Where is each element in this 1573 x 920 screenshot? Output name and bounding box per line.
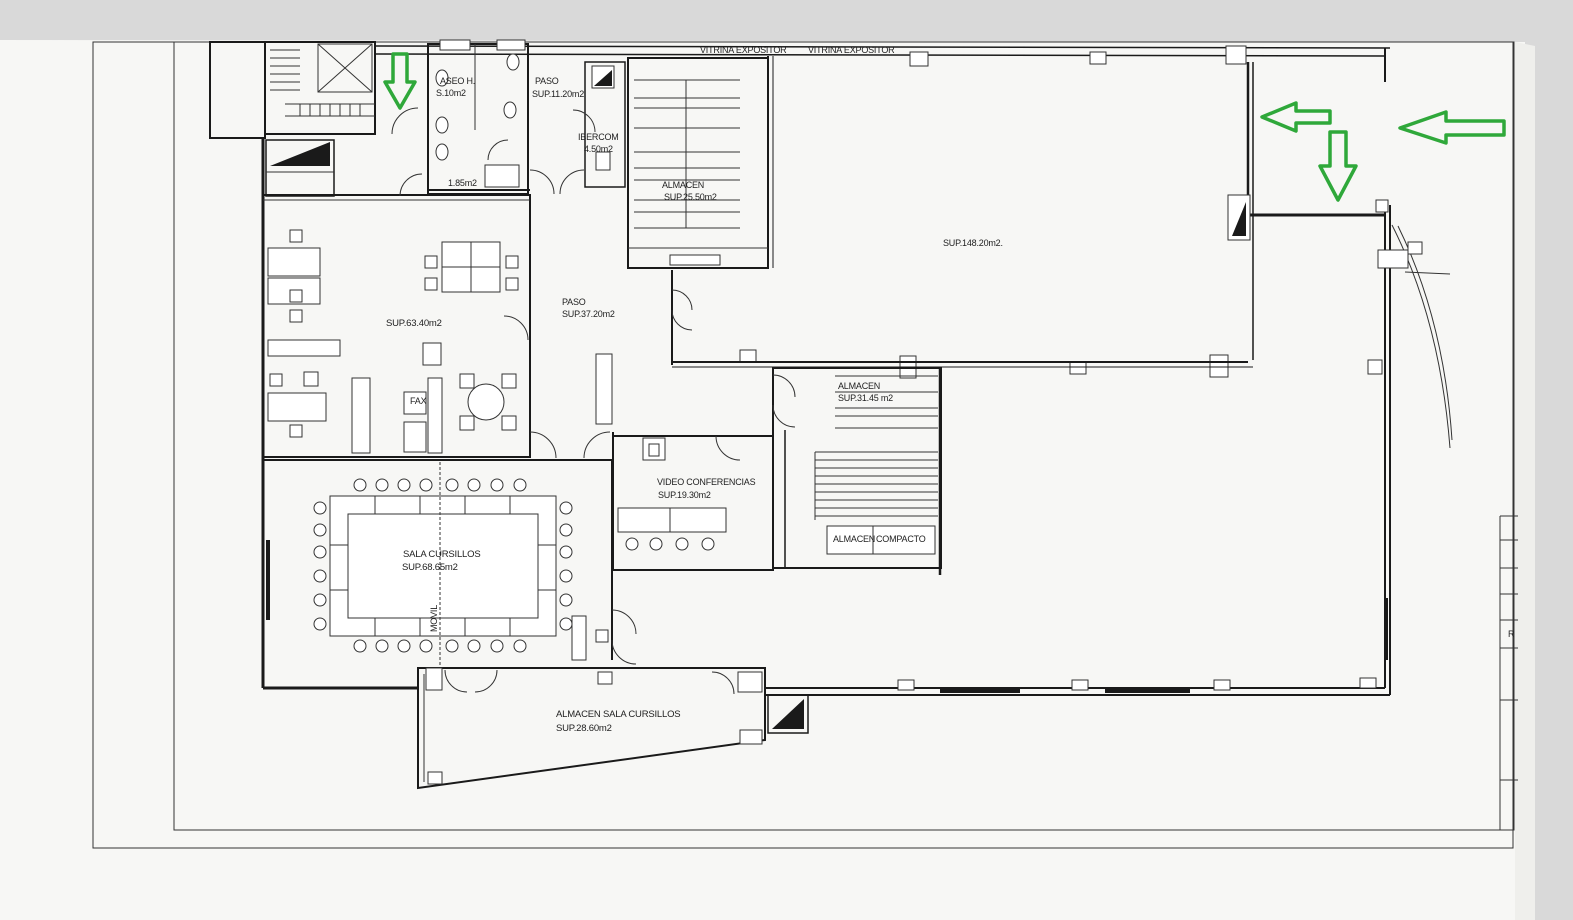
small-area: 1.85m2 xyxy=(448,178,477,188)
arrow-down-icon xyxy=(383,52,417,110)
paso-mid-area: SUP.37.20m2 xyxy=(562,309,615,319)
fax-label: FAX xyxy=(410,396,427,406)
video-name: VIDEO CONFERENCIAS xyxy=(657,477,756,487)
almacen-sala-area: SUP.28.60m2 xyxy=(556,723,612,734)
office-area: SUP.63.40m2 xyxy=(386,318,442,329)
aseo-name: ASEO H. xyxy=(440,76,475,86)
sala-area: SUP.68.65m2 xyxy=(402,562,458,573)
aseo-area: S.10m2 xyxy=(436,88,466,98)
paso-top-area: SUP.11.20m2 xyxy=(532,89,584,99)
room-labels: ASEO H. S.10m2 PASO SUP.11.20m2 IBERCOM … xyxy=(386,45,1003,734)
movil-label: MOVIL xyxy=(429,605,439,632)
video-area: SUP.19.30m2 xyxy=(658,490,711,500)
paso-mid-name: PASO xyxy=(562,297,586,307)
vitrina-label-2: VITRINA EXPOSITOR xyxy=(808,45,895,55)
almacen-sala-room xyxy=(417,667,766,790)
partitions xyxy=(262,39,1253,695)
arrow-down-icon xyxy=(1318,130,1358,202)
almacen-top-name: ALMACEN xyxy=(662,180,704,190)
office-furniture: FAX xyxy=(267,229,519,454)
paper-sheet xyxy=(0,40,1525,920)
title-block: R xyxy=(1499,515,1518,830)
paper-fold xyxy=(1515,42,1535,920)
sala-furniture: MOVIL xyxy=(266,462,727,668)
sala-name: SALA CURSILLOS xyxy=(403,549,480,560)
stair-block xyxy=(209,41,376,139)
compacto-name-left: ALMACEN xyxy=(833,534,875,544)
title-block-letter: R xyxy=(1508,629,1515,639)
annotation-arrows xyxy=(383,52,1506,202)
almacen-top-area: SUP.25.50m2 xyxy=(664,192,717,202)
ibercom-area: 4.50m2 xyxy=(584,144,613,154)
paso-top-name: PASO xyxy=(535,76,559,86)
compacto-name-right: COMPACTO xyxy=(876,534,926,544)
almacen-mid-name: ALMACEN xyxy=(838,381,880,391)
ibercom-name: IBERCOM xyxy=(578,132,619,142)
inner-frame xyxy=(173,41,1515,831)
almacen-mid-area: SUP.31.45 m2 xyxy=(838,393,893,403)
big-hall-area: SUP.148.20m2. xyxy=(943,238,1003,248)
arrow-left-icon xyxy=(1260,101,1332,133)
vitrina-label-1: VITRINA EXPOSITOR xyxy=(700,45,787,55)
almacen-sala-name: ALMACEN SALA CURSILLOS xyxy=(556,709,680,720)
arrow-left-icon xyxy=(1398,110,1506,145)
